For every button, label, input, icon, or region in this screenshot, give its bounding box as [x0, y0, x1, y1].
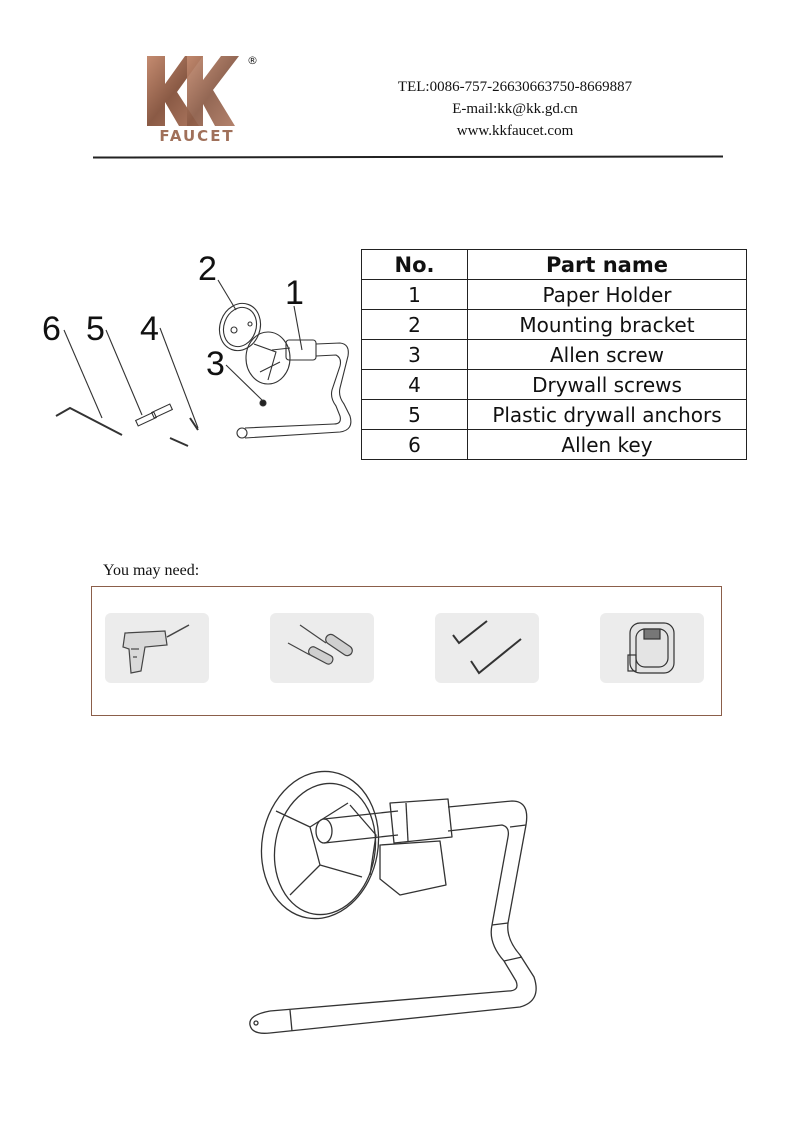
- assembled-holder-illustration: [249, 770, 537, 1034]
- part-no: 4: [361, 369, 468, 400]
- logo-wordmark: FAUCET: [159, 127, 234, 145]
- kk-faucet-logo: ® FAUCET: [147, 54, 258, 145]
- contact-email[interactable]: E-mail:kk@kk.gd.cn: [452, 101, 578, 117]
- tools-label: You may need:: [103, 562, 200, 579]
- column-header-part-name: Part name: [467, 249, 747, 280]
- part-no: 2: [361, 309, 468, 340]
- part-no: 5: [361, 399, 468, 430]
- part-name: Drywall screws: [467, 369, 747, 400]
- part-no: 1: [361, 279, 468, 310]
- table-header-row: No. Part name: [361, 249, 747, 280]
- part-name: Allen key: [467, 429, 747, 460]
- part-name: Plastic drywall anchors: [467, 399, 747, 430]
- callout-5: 5: [86, 310, 105, 348]
- callout-3: 3: [206, 345, 225, 383]
- part-no: 6: [361, 429, 468, 460]
- exploded-parts-diagram: 2 1 3 4 5 6: [42, 250, 352, 447]
- allen-keys-icon: [435, 613, 539, 683]
- part-no: 3: [361, 339, 468, 370]
- registered-mark: ®: [247, 54, 258, 67]
- contact-tel: TEL:0086-757-26630663750-8669887: [397, 79, 633, 95]
- contact-website[interactable]: www.kkfaucet.com: [456, 123, 574, 139]
- callout-6: 6: [42, 310, 61, 348]
- part-name: Mounting bracket: [467, 309, 747, 340]
- screwdrivers-icon: [270, 613, 374, 683]
- part-name: Paper Holder: [467, 279, 747, 310]
- callout-4: 4: [140, 310, 159, 348]
- part-name: Allen screw: [467, 339, 747, 370]
- column-header-no: No.: [361, 249, 468, 280]
- tape-measure-icon: [600, 613, 704, 683]
- tools-box: [91, 586, 722, 716]
- drill-icon: [105, 613, 209, 683]
- callout-1: 1: [285, 274, 304, 312]
- header-divider: [93, 155, 723, 159]
- callout-2: 2: [198, 250, 217, 288]
